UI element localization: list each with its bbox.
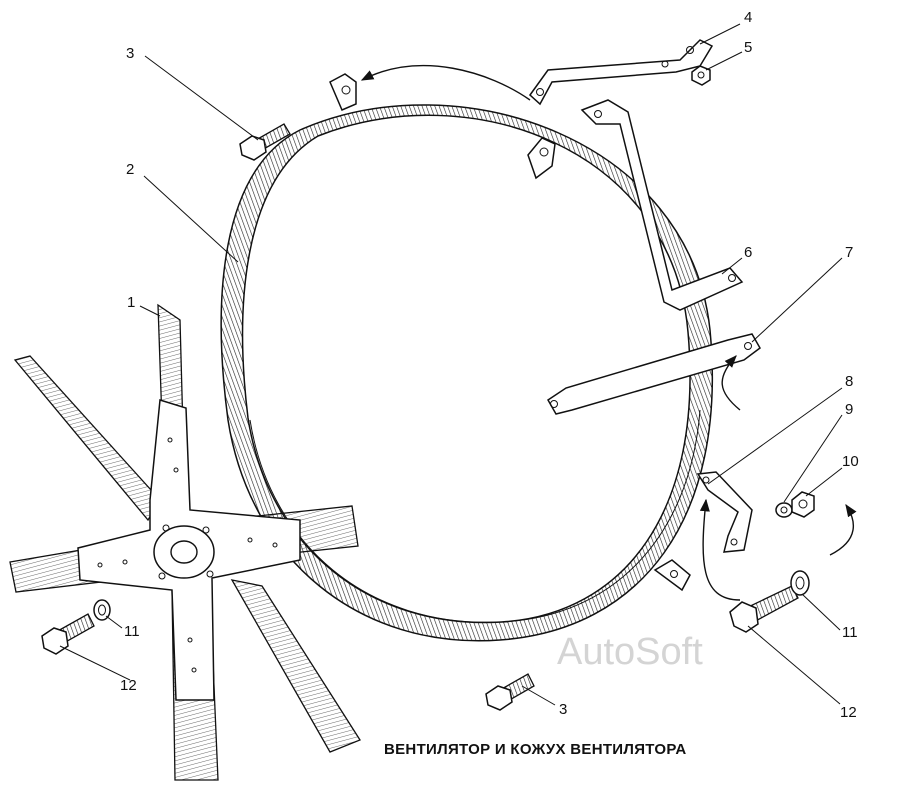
lower-bolt — [485, 673, 535, 711]
washer — [775, 502, 793, 518]
cross-strut — [547, 333, 761, 415]
callout-12-left: 12 — [120, 677, 137, 694]
callout-1: 1 — [127, 294, 135, 311]
upper-bracket — [528, 39, 714, 106]
callout-5: 5 — [744, 39, 752, 56]
right-washer — [790, 570, 810, 596]
callout-labels: 3 2 1 4 5 6 7 8 9 10 11 12 3 11 12 — [120, 9, 859, 721]
callout-11-left: 11 — [124, 623, 140, 640]
lower-bracket — [696, 471, 753, 553]
callout-12-right: 12 — [840, 704, 857, 721]
left-washer — [93, 599, 111, 621]
callout-2: 2 — [126, 161, 134, 178]
callout-3-upper: 3 — [126, 45, 134, 62]
callout-9: 9 — [845, 401, 853, 418]
long-strut — [580, 99, 744, 311]
fan-impeller — [9, 303, 361, 781]
callout-10: 10 — [842, 453, 859, 470]
callout-11-right: 11 — [842, 624, 858, 641]
callout-7: 7 — [845, 244, 853, 261]
hex-nut — [791, 491, 815, 518]
callout-6: 6 — [744, 244, 752, 261]
callout-4: 4 — [744, 9, 752, 26]
callout-8: 8 — [845, 373, 853, 390]
leader-lines — [59, 23, 843, 706]
watermark: AutoSoft — [557, 631, 703, 673]
left-bolt — [41, 613, 95, 655]
right-bolt — [729, 585, 799, 633]
assembly-arrows — [360, 64, 857, 601]
nut — [691, 65, 711, 86]
diagram-caption: ВЕНТИЛЯТОР И КОЖУХ ВЕНТИЛЯТОРА — [384, 741, 686, 758]
callout-3-lower: 3 — [559, 701, 567, 718]
